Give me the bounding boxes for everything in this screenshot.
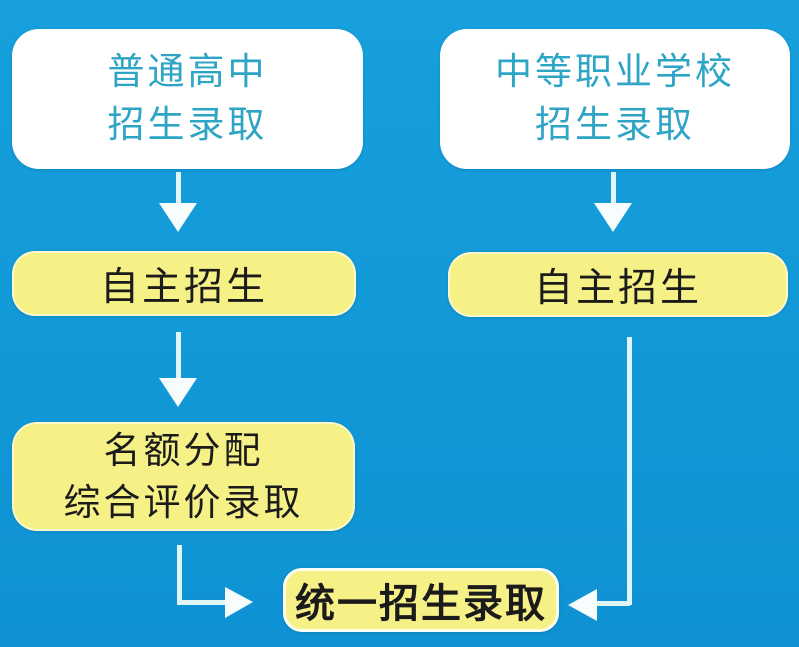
arrow-head-down-icon [594,203,632,232]
node-regular-high-school: 普通高中 招生录取 [12,29,363,169]
connector-line-vertical [627,337,632,605]
arrow-head-down-icon [159,378,197,407]
node-label-line2: 综合评价录取 [63,481,304,523]
node-label-line2: 招生录取 [535,104,695,145]
node-label-line1: 普通高中 [107,51,268,93]
node-label: 自主招生 [533,266,702,310]
node-unified-admission: 统一招生录取 [283,568,559,632]
node-label: 自主招生 [99,265,268,309]
node-label-line2: 招生录取 [107,104,268,145]
arrow-down-icon [159,172,197,232]
node-label: 统一招生录取 [295,582,547,626]
node-independent-admission-left: 自主招生 [12,251,356,316]
connector-line-horizontal [177,600,225,605]
node-quota-allocation: 名额分配 综合评价录取 [12,422,355,531]
arrow-down-icon [594,172,632,232]
arrow-down-icon [159,332,197,407]
node-independent-admission-right: 自主招生 [448,252,788,317]
arrow-head-down-icon [159,203,197,232]
arrow-stem [175,332,181,378]
node-vocational-school: 中等职业学校 招生录取 [440,29,790,169]
connector-line-vertical [177,545,182,605]
arrow-head-right-icon [225,587,253,618]
node-label-line1: 名额分配 [103,430,264,472]
arrow-stem [175,172,181,203]
arrow-stem [610,172,616,203]
arrow-head-left-icon [568,589,597,621]
connector-line-horizontal [597,601,630,606]
node-label-line1: 中等职业学校 [495,51,735,93]
